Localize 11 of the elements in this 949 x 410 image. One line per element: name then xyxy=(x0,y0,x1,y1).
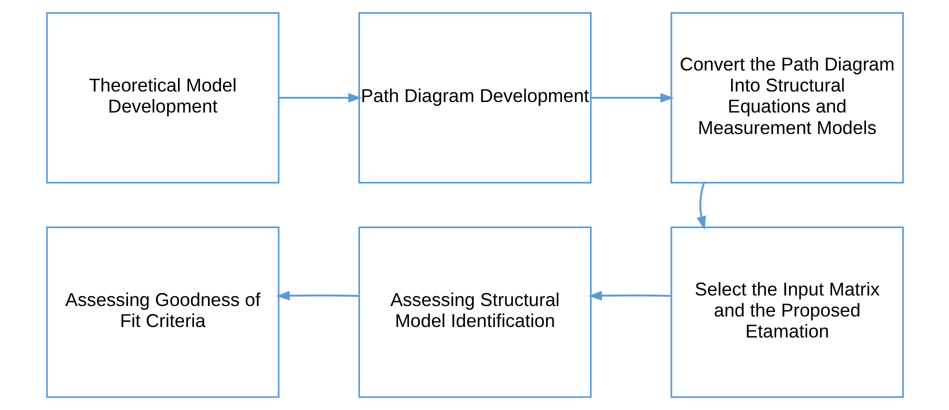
arrow xyxy=(590,93,674,103)
node-box: Assessing Goodness of Fit Criteria xyxy=(46,226,279,398)
node-box: Path Diagram Development xyxy=(358,12,592,184)
arrow xyxy=(278,93,362,103)
node-box: Select the Input Matrix and the Proposed Etamation xyxy=(670,226,904,398)
arrow xyxy=(276,290,359,300)
arrow xyxy=(588,290,671,300)
node-box: Assessing Structural Model Identification xyxy=(358,226,592,398)
node-box: Theoretical Model Development xyxy=(46,12,279,184)
node-box: Convert the Path Diagram Into Structural Equations and Measurement Models xyxy=(670,12,904,184)
arrow xyxy=(696,182,706,230)
